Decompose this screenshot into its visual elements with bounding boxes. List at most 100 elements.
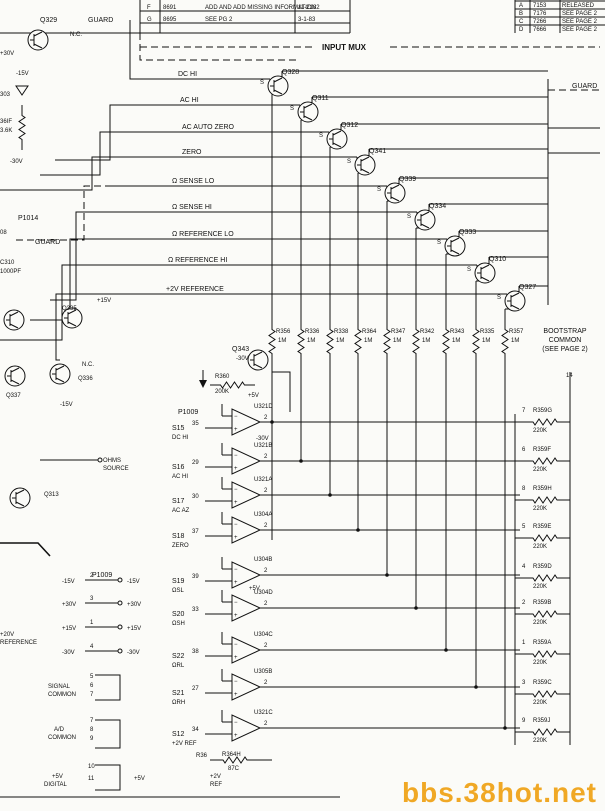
fet-label: Q327 [519,284,536,291]
fet-q335-source [67,321,77,327]
switch-name: ΩRL [172,663,185,669]
fet-q312-source [332,142,342,148]
opamp-pin: 2 [264,601,268,607]
opamp-label: U304C [254,632,273,638]
resistor-r356 [268,318,276,365]
rev-eco: 7666 [533,27,547,33]
opamp-u321c-minus: − [234,720,238,726]
resistor-r342 [412,318,420,365]
ref-2v: +2V [210,774,221,780]
opamp-pin: 2 [264,415,268,421]
resistor-r360 [210,381,255,389]
fet-q313-drain [15,489,25,495]
signal-common-label: SIGNAL [48,684,71,690]
r359-ref: R359B [533,600,551,606]
rev-letter: C [519,19,524,25]
rev-eco: 8695 [163,17,177,23]
fet-q333-drain [450,237,460,243]
rev-letter: A [519,3,523,9]
connector-pin: 11 [88,776,95,782]
fet-label: Q328 [282,69,299,76]
opamp-u304c-plus: + [234,655,238,661]
p1009-label: P1009 [178,409,198,416]
fet-q329-source [33,43,43,49]
opamp-u321d-minus: − [234,414,238,420]
resistor-r359g [520,418,570,426]
connector-pin: 1 [90,620,94,626]
wire [271,365,291,412]
supply-5v: +5V [248,393,259,399]
resistor-r361f [18,105,26,150]
fet-q310-source [480,276,490,282]
opamp-label: U321C [254,710,273,716]
resistor-r343 [442,318,450,365]
signal-route [50,211,102,301]
switch-name: ΩSH [172,621,185,627]
resistor-ref: R347 [391,329,406,335]
supply-neg30: -30V [256,436,269,442]
opamp-u321b-triangle [231,447,262,475]
c310-label: C310 [0,260,15,266]
fet-label: Q311 [312,95,329,102]
ref-word: REF [210,782,222,788]
switch-name: +2V REF [172,741,197,747]
q313-label: Q313 [44,492,59,498]
resistor-r338 [326,318,334,365]
opamp-u321a-triangle [231,481,262,509]
ground-bracket [95,674,121,701]
junction-dot [414,606,418,610]
r359-ref: R359J [533,718,550,724]
guard-route [15,185,112,241]
switch-pin: 39 [192,574,199,580]
r364h-label: R364H [222,752,241,758]
r359-pin: 3 [522,680,526,686]
plus5v-label: +5V [52,774,63,780]
connector-label: +15V [62,626,76,632]
r359-ref: R359H [533,486,552,492]
connector-pin: 9 [90,736,94,742]
resistor-val: 1M [482,338,490,344]
switch-label: S22 [172,653,185,660]
fet-label: Q339 [399,176,416,183]
fet-q328-body [267,75,289,97]
opamp-u304a-minus: − [234,522,238,528]
fet-q334-body [414,209,436,231]
switch-name: DC HI [172,435,189,441]
resistor-ref: R338 [334,329,349,335]
supply-label: -15V [16,71,29,77]
opamp-pin: 2 [264,721,268,727]
connector-label: +30V [62,602,76,608]
resistor-val: 1M [511,338,519,344]
switch-label: S21 [172,690,185,697]
connector-pin: 8 [90,727,94,733]
fet-q328-drain [273,77,283,83]
rev-eco: 8691 [163,5,177,11]
fet-source-mark: S [347,159,351,165]
fet-source-mark: S [377,187,381,193]
diode-d303 [15,85,29,96]
fet-q312-body [326,128,348,150]
ohms-source-label: OHMS [103,458,121,464]
r360-ref: R360 [215,374,230,380]
bootstrap-label: COMMON [549,337,582,344]
rev-letter: B [519,11,523,17]
bootstrap-pin: 14 [566,373,573,379]
fet-q334-source [420,223,430,229]
r359-val: 220K [533,428,547,434]
connector-out: -15V [127,579,140,585]
fet-q337-body [4,365,26,387]
resistor-ref: R357 [509,329,524,335]
fet-q-left-body [3,309,25,331]
ground-bracket [95,764,121,791]
resistor-val: 1M [336,338,344,344]
opamp-label: U304B [254,557,272,563]
opamp-pin: 2 [264,488,268,494]
rev-text: ADD AND ADD MISSING INFORMATION [205,5,316,11]
resistor-val: 1M [393,338,401,344]
r359-pin: 6 [522,447,526,453]
r359-pin: 7 [522,408,526,414]
resistor-val: 1M [278,338,286,344]
fet-q336-source [55,377,65,383]
connector-title: P1009 [92,572,112,579]
guard-top-label: GUARD [88,17,113,24]
